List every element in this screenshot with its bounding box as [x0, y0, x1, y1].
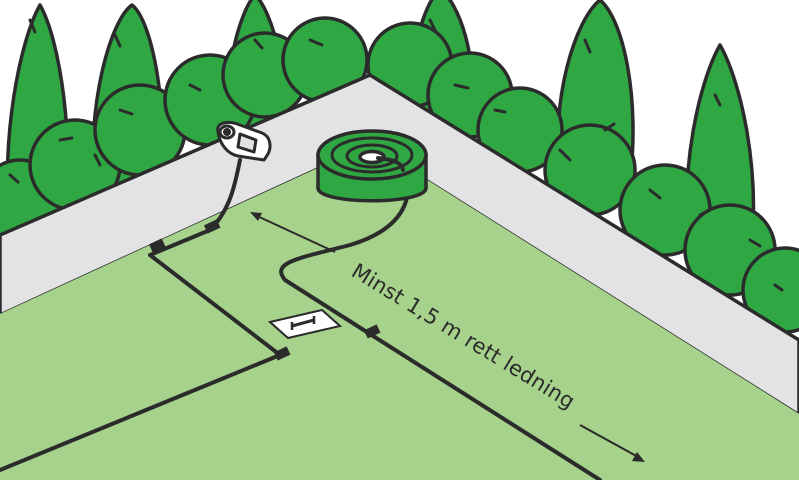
leaf-marks	[8, 18, 784, 292]
connector-icon	[148, 238, 166, 253]
paved-border	[0, 73, 799, 417]
dimension-arrow	[250, 212, 645, 462]
wire-spool-icon	[316, 129, 428, 203]
connector-icon	[203, 219, 221, 234]
lawn	[0, 145, 799, 480]
charging-station-icon	[216, 120, 272, 162]
wire-connectors	[148, 219, 381, 361]
wire-marker	[267, 308, 343, 340]
hedge	[0, 0, 799, 334]
connector-icon	[363, 324, 381, 339]
connector-icon	[273, 346, 291, 361]
